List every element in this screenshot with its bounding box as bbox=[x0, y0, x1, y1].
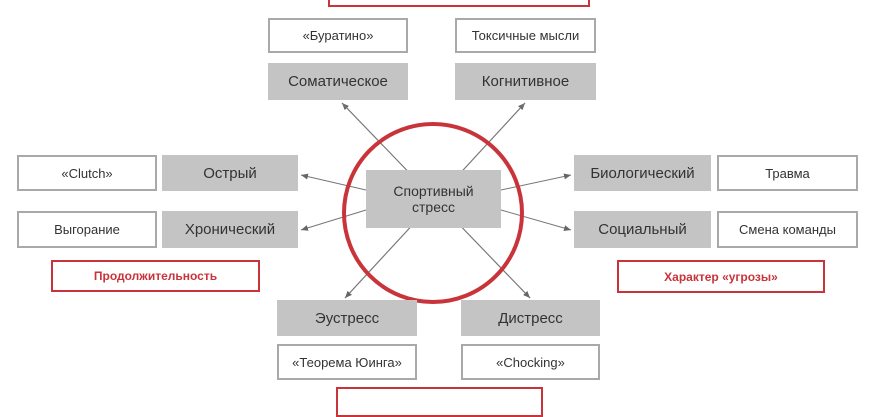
clutch-box: «Clutch» bbox=[17, 155, 157, 191]
social-box: Социальный bbox=[574, 211, 711, 248]
choking-box: «Chocking» bbox=[461, 344, 600, 380]
acute-box: Острый bbox=[162, 155, 298, 191]
top-category-box bbox=[328, 0, 590, 7]
arrow-biological bbox=[500, 173, 572, 191]
injury-box: Травма bbox=[717, 155, 858, 191]
arrow-acute bbox=[300, 173, 367, 191]
cognitive-box: Когнитивное bbox=[455, 63, 596, 100]
duration-category-box: Продолжительность bbox=[51, 260, 260, 292]
bottom-category-box bbox=[336, 387, 543, 417]
chronic-box: Хронический bbox=[162, 211, 298, 248]
distress-box: Дистресс bbox=[461, 300, 600, 336]
eustress-box: Эустресс bbox=[277, 300, 417, 336]
center-circle bbox=[342, 122, 524, 304]
threat-category-box: Характер «угрозы» bbox=[617, 260, 825, 293]
arrow-social bbox=[500, 209, 572, 231]
biological-box: Биологический bbox=[574, 155, 711, 191]
jung-theorem-box: «Теорема Юинга» bbox=[277, 344, 417, 380]
arrow-chronic bbox=[300, 209, 367, 231]
toxic-thoughts-box: Токсичные мысли bbox=[455, 18, 596, 53]
sport-stress-box: Спортивный стресс bbox=[366, 170, 501, 228]
burnout-box: Выгорание bbox=[17, 211, 157, 248]
buratino-box: «Буратино» bbox=[268, 18, 408, 53]
team-change-box: Смена команды bbox=[717, 211, 858, 248]
somatic-box: Соматическое bbox=[268, 63, 408, 100]
